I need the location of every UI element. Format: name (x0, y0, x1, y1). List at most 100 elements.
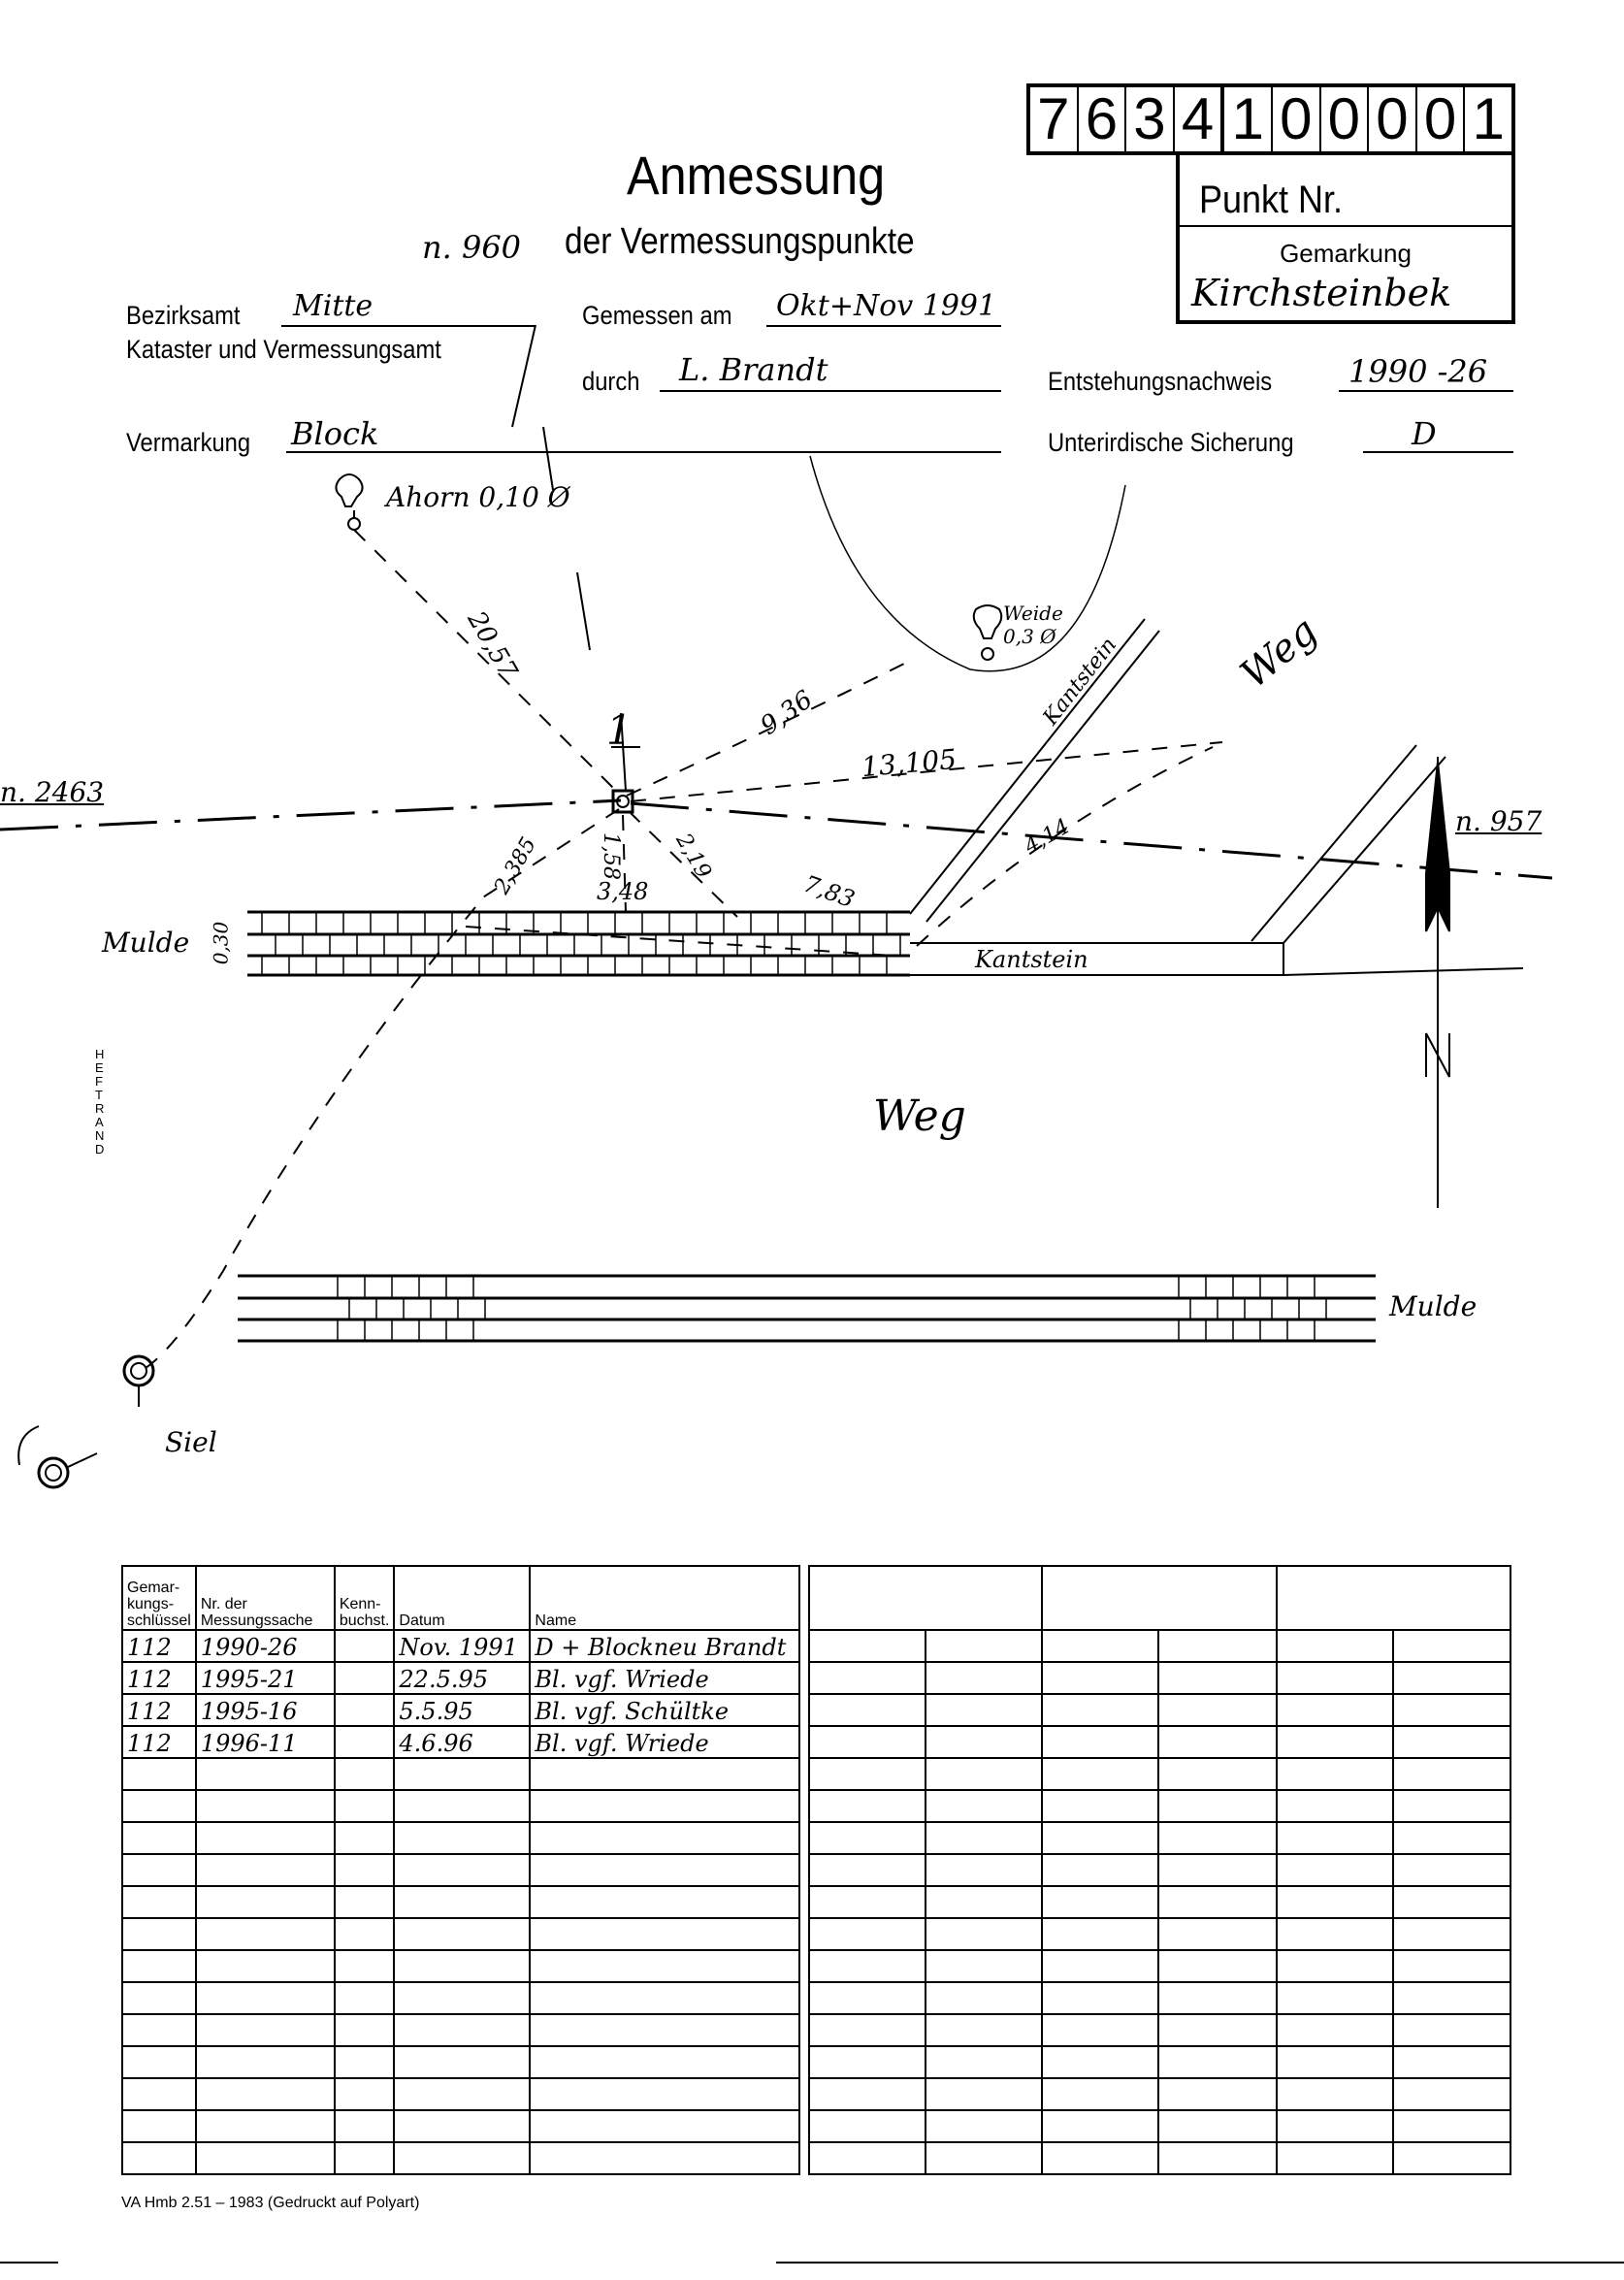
table-cell (925, 1917, 1043, 1951)
table-cell (1041, 2109, 1159, 2143)
table-cell (1157, 1789, 1278, 1823)
digit: 1 (1222, 87, 1271, 151)
table-cell (529, 1981, 800, 2015)
table-cell (1392, 1885, 1511, 1919)
table-cell (1276, 1661, 1394, 1695)
digit: 4 (1172, 87, 1223, 151)
ahorn-label: Ahorn 0,10 Ø (386, 481, 570, 513)
table-cell (194, 1757, 336, 1791)
table-cell (529, 2109, 800, 2143)
table-cell (333, 1789, 396, 1823)
digit: 6 (1076, 87, 1125, 151)
measurement-history-table: Gemar- kungs- schlüssel Nr. der Messungs… (121, 1565, 800, 2175)
table-cell (925, 1725, 1043, 1759)
table-cell: 112 (121, 1661, 197, 1695)
mulde-label: Mulde (1389, 1290, 1478, 1322)
table-cell (808, 1885, 926, 1919)
table-cell (925, 2045, 1043, 2079)
table-cell (121, 2013, 197, 2047)
table-cell (393, 1981, 532, 2015)
table-cell (1157, 1661, 1278, 1695)
header-kennbuchstabe: Kenn- buchst. (333, 1565, 396, 1631)
table-cell (1276, 1629, 1394, 1663)
table-cell (1041, 1757, 1159, 1791)
table-cell (194, 2109, 336, 2143)
vermarkung-label: Vermarkung (126, 428, 251, 457)
table-cell (1041, 1917, 1159, 1951)
tree-area-boundary (809, 455, 1126, 672)
durch-value: L. Brandt (679, 351, 828, 388)
table-row (808, 1629, 1511, 1663)
table-row (121, 1885, 800, 1919)
table-cell (529, 2045, 800, 2079)
table-row (808, 1693, 1511, 1727)
table-cell (808, 1821, 926, 1855)
durch-label: durch (582, 367, 640, 396)
table-cell (333, 2013, 396, 2047)
table-row (808, 2013, 1511, 2047)
table-row (121, 1917, 800, 1951)
table-row (808, 1725, 1511, 1759)
table-cell (1157, 2141, 1278, 2175)
table-cell (333, 2045, 396, 2079)
table-cell (393, 1821, 532, 1855)
table-cell (121, 1981, 197, 2015)
digit: 3 (1124, 87, 1173, 151)
sicherung-value: D (1412, 415, 1437, 452)
table-cell (194, 2077, 336, 2111)
table-cell (333, 1821, 396, 1855)
page-subtitle: der Vermessungspunkte (565, 221, 915, 262)
gemarkung-value: Kirchsteinbek (1191, 272, 1452, 314)
digit: 1 (1463, 87, 1511, 151)
table-cell (925, 1757, 1043, 1791)
table-cell (1276, 2013, 1394, 2047)
table-cell (1157, 2077, 1278, 2111)
table-cell (1392, 2109, 1511, 2143)
table-cell: 112 (121, 1629, 197, 1663)
mulde-wall-lower (238, 1274, 1376, 1343)
heftrand-label: HEFTRAND (95, 1047, 105, 1156)
table-cell (393, 1917, 532, 1951)
table-cell (529, 1757, 800, 1791)
table-cell: Nov. 1991 (393, 1629, 532, 1663)
mulde-wall-upper (247, 910, 910, 977)
table-cell (1041, 1725, 1159, 1759)
measure: 0,30 (209, 921, 233, 965)
table-cell (393, 2109, 532, 2143)
table-cell (393, 1757, 532, 1791)
table-cell (333, 1757, 396, 1791)
table-row (121, 2013, 800, 2047)
table-cell (393, 1853, 532, 1887)
bezirksamt-value: Mitte (293, 289, 374, 323)
table-cell (1276, 1821, 1394, 1855)
table-cell (1157, 1757, 1278, 1791)
subtitle-ref: n. 960 (422, 229, 522, 266)
table-cell: 5.5.95 (393, 1693, 532, 1727)
header-name: Name (529, 1565, 800, 1631)
table-cell (529, 1821, 800, 1855)
table-cell (1276, 1853, 1394, 1887)
table-cell (121, 1853, 197, 1887)
table-cell (529, 2013, 800, 2047)
table-cell: Bl. vgf. Wriede (529, 1661, 800, 1695)
table-cell (194, 1789, 336, 1823)
table-cell (1157, 1949, 1278, 1983)
punkt-box: Punkt Nr. Gemarkung Kirchsteinbek (1176, 151, 1515, 324)
table-cell (1041, 2077, 1159, 2111)
table-cell (194, 1821, 336, 1855)
table-cell (121, 1789, 197, 1823)
table-cell (808, 1981, 926, 2015)
digit: 0 (1414, 87, 1464, 151)
sicherung-label: Unterirdische Sicherung (1048, 428, 1294, 457)
header-messungssache: Nr. der Messungssache (194, 1565, 336, 1631)
point-label: 1 (606, 706, 633, 754)
table-row (808, 2045, 1511, 2079)
table-cell (1041, 2045, 1159, 2079)
table-cell (1276, 2077, 1394, 2111)
table-header-row: Gemar- kungs- schlüssel Nr. der Messungs… (121, 1565, 800, 1631)
table-cell (1276, 2141, 1394, 2175)
table-cell (1392, 1981, 1511, 2015)
table-cell (925, 1693, 1043, 1727)
table-cell (121, 1917, 197, 1951)
